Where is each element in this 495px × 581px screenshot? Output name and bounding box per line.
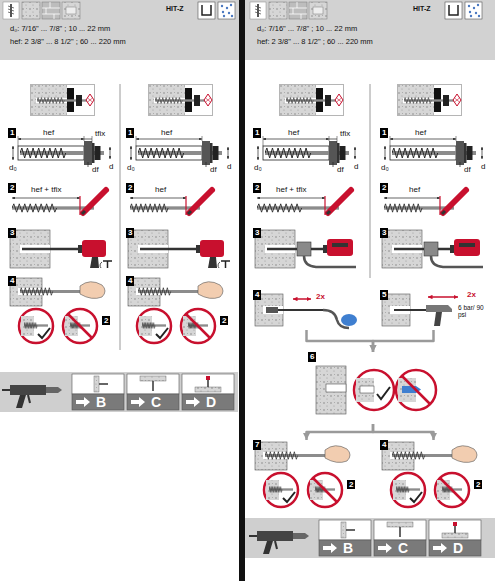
step-panel: 3 [8, 228, 115, 270]
size-range-note: hef: 2 3/8" ... 8 1/2" ; 60 ... 220 mm [10, 38, 126, 47]
dimension-label: hef + tfix [275, 185, 307, 194]
callout-number: 2 [474, 480, 482, 489]
destination-letter: C [398, 540, 408, 556]
step-number: 3 [8, 228, 16, 238]
destination-box: C [374, 520, 426, 556]
dimension-label: df [463, 165, 472, 174]
step-number: 1 [380, 128, 388, 138]
size-range-note: d₀: 7/16" ... 7/8" ; 10 ... 22 mm [257, 25, 357, 34]
step-panel: 7 [253, 440, 360, 512]
dimension-label: tfix [94, 129, 106, 138]
dimension-label: d [108, 162, 114, 171]
size-range-note: HIT-Z [413, 5, 431, 13]
dimension-label: 6 bar/ 90 psi [458, 304, 488, 318]
step-panel: 3 [126, 228, 233, 270]
step-number: 3 [380, 228, 388, 238]
step-number: 4 [380, 440, 388, 450]
dimension-label: d₀ [253, 163, 263, 172]
step-number: 3 [253, 228, 261, 238]
step-number: 5 [380, 290, 388, 300]
destination-box: B [319, 520, 371, 556]
destination-letter: B [343, 540, 353, 556]
step-number: 7 [253, 440, 261, 450]
dimension-label: hef [408, 185, 421, 194]
step-panel: 2 [380, 183, 487, 219]
dimension-label: df [91, 165, 100, 174]
step-number: 2 [126, 183, 134, 193]
callout-number: 2 [220, 316, 228, 325]
dimension-label: d [353, 162, 359, 171]
step-number: 4 [126, 276, 134, 286]
dimension-label: hef [414, 128, 427, 137]
size-range-note: d₀: 7/16" ... 7/8" ; 10 ... 22 mm [10, 25, 110, 34]
flow-connector [307, 424, 374, 440]
size-range-note: HIT-Z [166, 5, 184, 13]
step-panel: 3 [253, 228, 360, 270]
dimension-label: df [209, 165, 218, 174]
dispenser-bar [0, 372, 495, 558]
step-number: 4 [253, 290, 261, 300]
anchor-figure [31, 85, 462, 116]
dimension-label: d₀ [380, 163, 390, 172]
step-number: 1 [8, 128, 16, 138]
step-panel: 2 [126, 183, 233, 219]
destination-box: D [429, 520, 481, 556]
step-panel: 3 [380, 228, 487, 270]
dimension-label: 2x [315, 292, 326, 301]
step-panel: 4 [253, 290, 360, 330]
dimension-label: d₀ [126, 163, 136, 172]
dimension-label: hef [154, 185, 167, 194]
step-panel: 4 [126, 276, 233, 346]
callout-number: 2 [347, 480, 355, 489]
flow-connector [373, 330, 434, 352]
destination-letter: B [96, 394, 106, 410]
dimension-label: tfix [339, 129, 351, 138]
dimension-label: d [480, 162, 486, 171]
step-number: 2 [380, 183, 388, 193]
header-band [0, 0, 495, 60]
flow-connector [373, 424, 434, 440]
dimension-label: d [226, 162, 232, 171]
step-panel: 4 [380, 440, 487, 512]
dimension-label: d₀ [8, 163, 18, 172]
dimension-label: hef [287, 128, 300, 137]
destination-box: D [182, 374, 234, 410]
step-number: 3 [126, 228, 134, 238]
step-panel: 4 [8, 276, 115, 346]
dimension-label: df [336, 165, 345, 174]
dimension-label: hef [160, 128, 173, 137]
step-number: 2 [253, 183, 261, 193]
flow-connector [307, 330, 374, 352]
size-range-note: hef: 2 3/8" ... 8 1/2" ; 60 ... 220 mm [257, 38, 373, 47]
step-illustration [10, 136, 483, 507]
dimension-label: hef + tfix [30, 185, 62, 194]
column-divider [120, 0, 370, 581]
step-number: 1 [126, 128, 134, 138]
dimension-label: 2x [466, 290, 477, 299]
callout-number: 2 [102, 316, 110, 325]
step-number: 2 [8, 183, 16, 193]
destination-letter: D [453, 540, 463, 556]
step-number: 1 [253, 128, 261, 138]
destination-box: C [127, 374, 179, 410]
destination-letter: D [206, 394, 216, 410]
destination-letter: C [151, 394, 161, 410]
step-number: 6 [308, 352, 316, 362]
step-number: 4 [8, 276, 16, 286]
destination-box: B [72, 374, 124, 410]
dimension-label: hef [42, 128, 55, 137]
step-panel: 6 [308, 352, 438, 424]
